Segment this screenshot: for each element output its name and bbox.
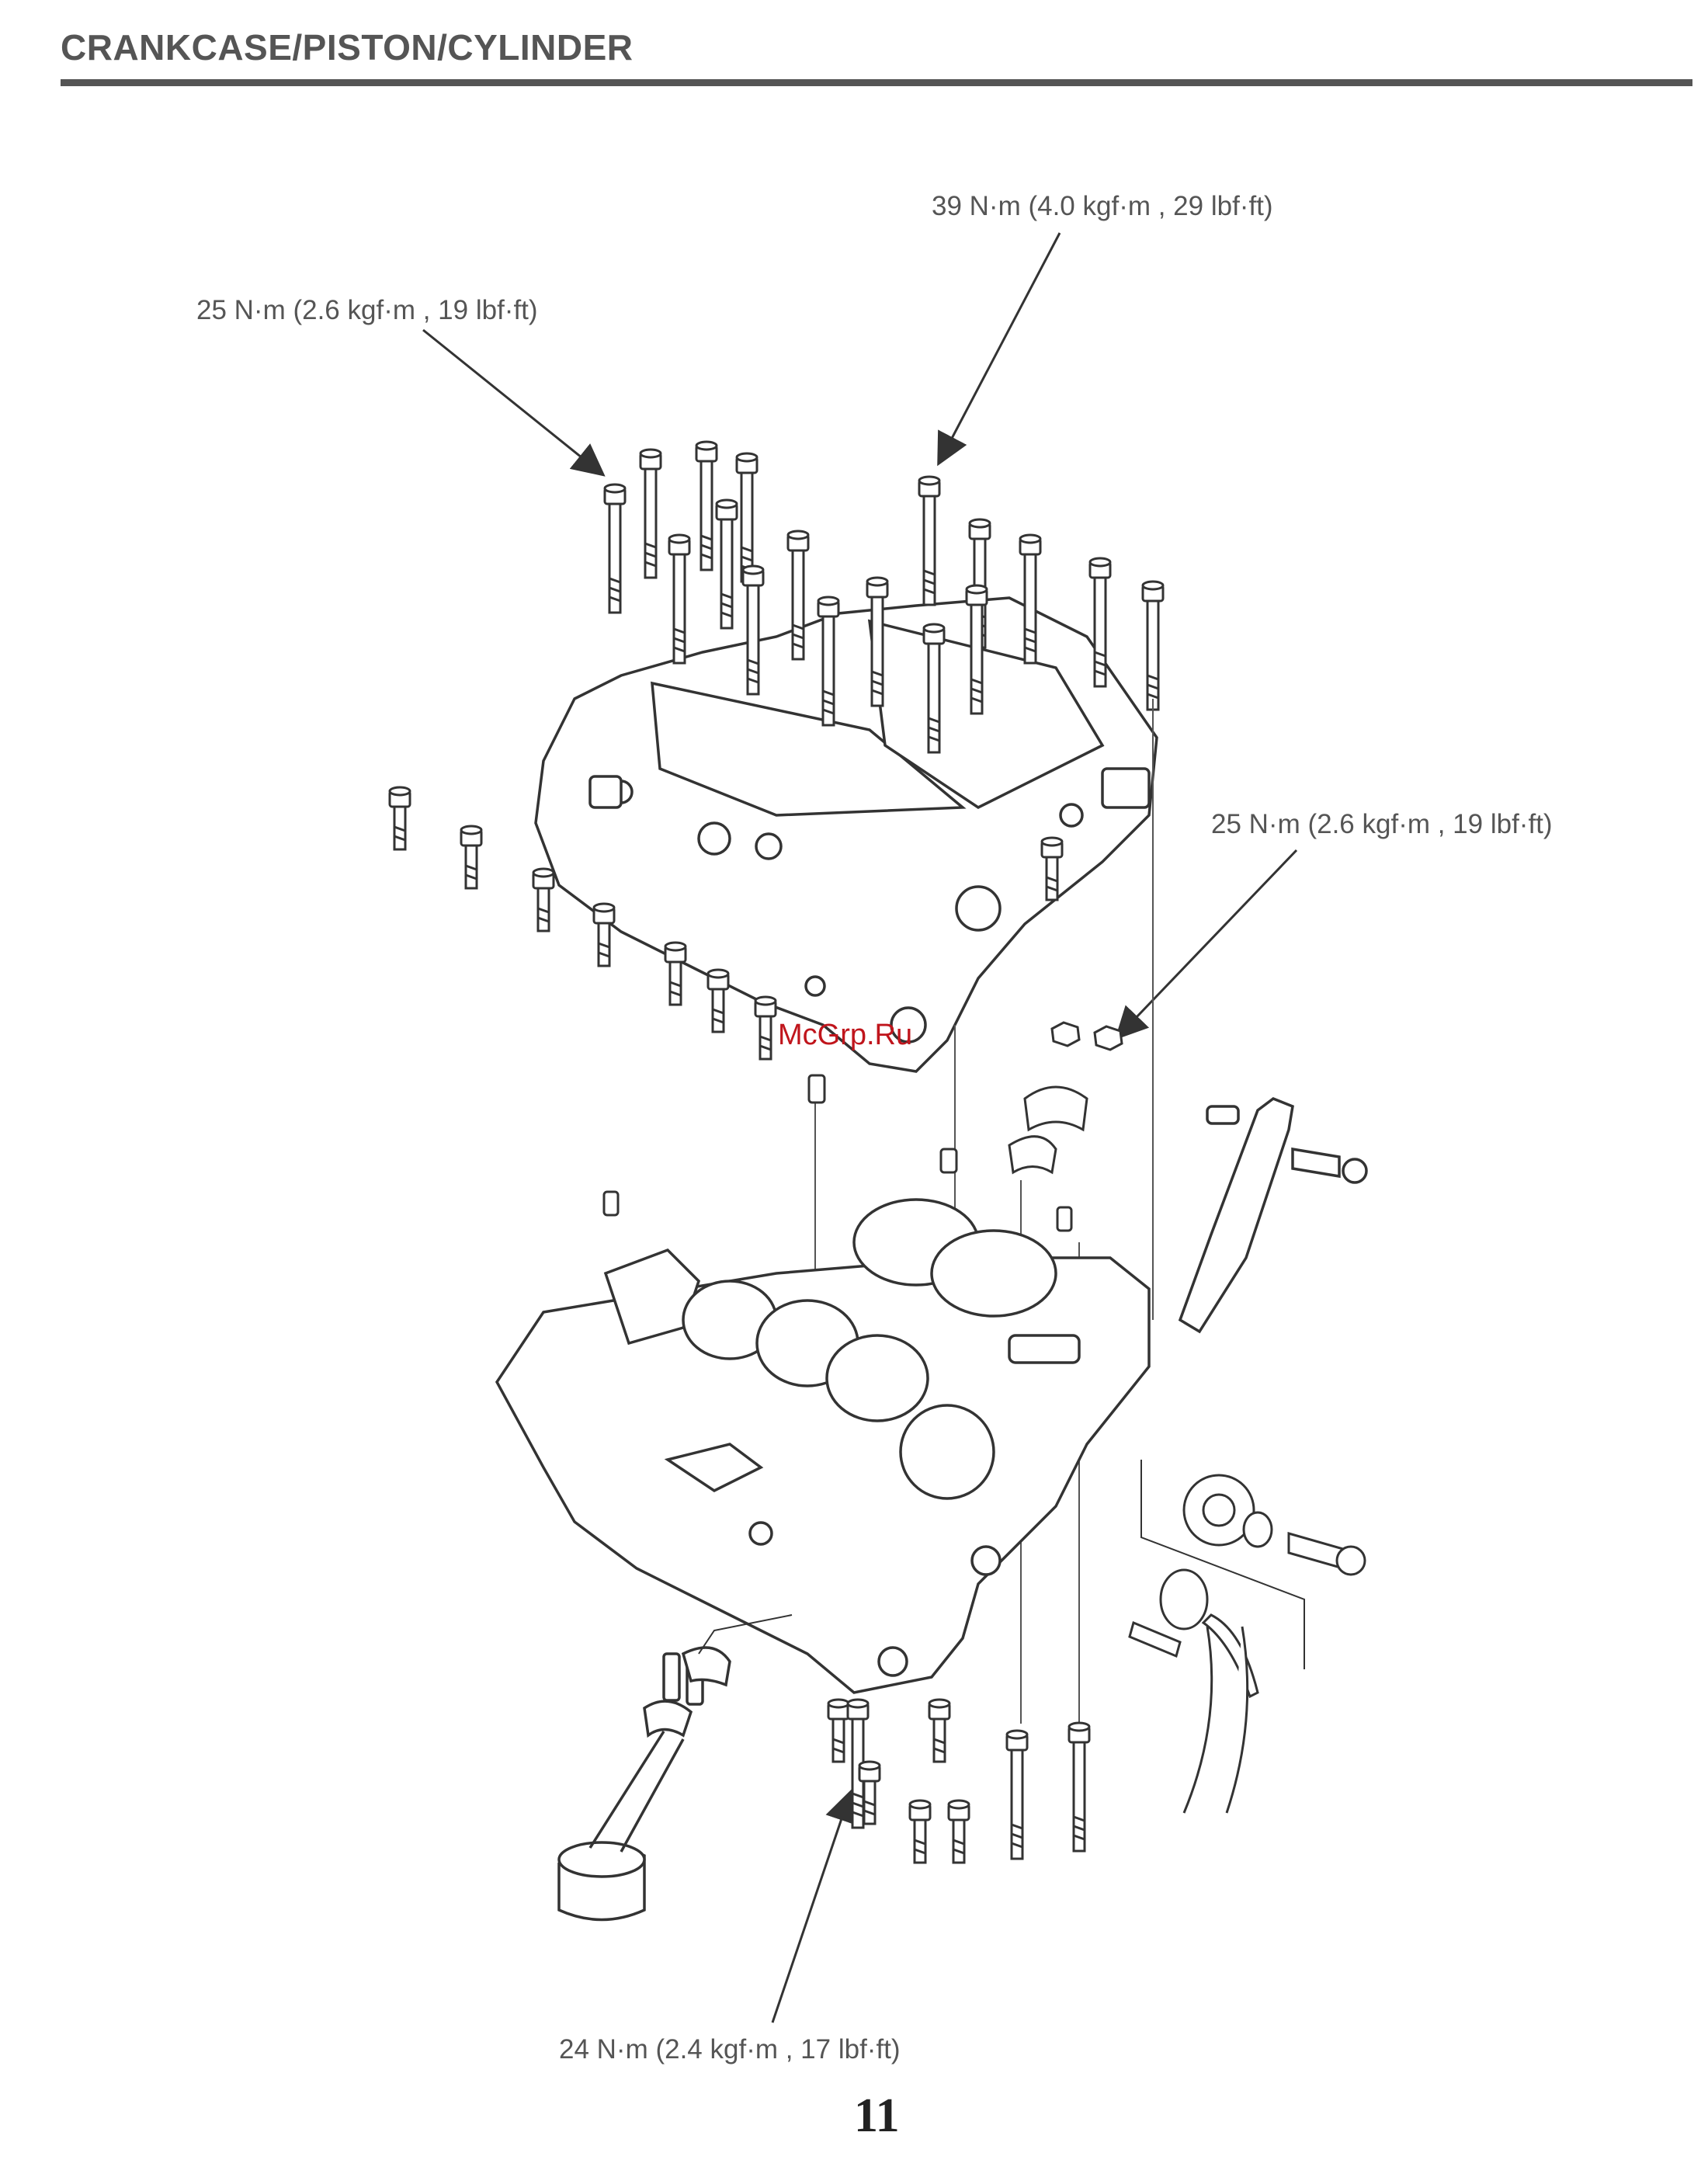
torque-callout-24-bottom: 24 N·m (2.4 kgf·m , 17 lbf·ft) [559, 2034, 901, 2065]
page-number: 11 [854, 2089, 900, 2144]
piston-rod [559, 1615, 792, 1920]
torque-callout-39: 39 N·m (4.0 kgf·m , 29 lbf·ft) [932, 191, 1273, 222]
torque-callout-25-right: 25 N·m (2.6 kgf·m , 19 lbf·ft) [1211, 809, 1553, 840]
lower-crankcase [497, 1200, 1149, 1693]
torque-callout-25-upper-left: 25 N·m (2.6 kgf·m , 19 lbf·ft) [196, 295, 538, 326]
lower-case-bolts [828, 1700, 1089, 1863]
watermark: McGrp.Ru [778, 1019, 912, 1052]
sprocket-assembly [1130, 1460, 1365, 1813]
shift-arm [1180, 1099, 1366, 1332]
upper-crankcase [536, 598, 1157, 1071]
